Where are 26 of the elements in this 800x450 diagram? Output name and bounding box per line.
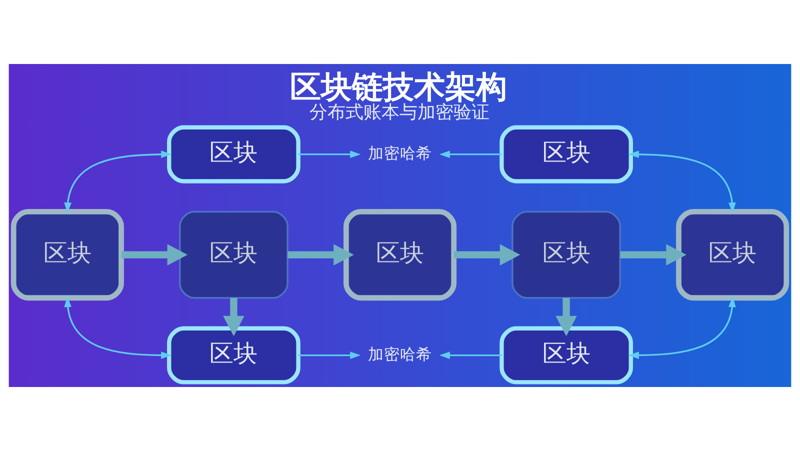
arrow [620,244,686,265]
arrow [298,150,361,158]
node-box: 区块 [500,326,633,384]
arrow [223,297,244,336]
node-box: 区块 [10,208,124,300]
arrow [298,351,361,358]
arrow [64,296,172,358]
arrow [556,297,577,336]
node-box: 区块 [343,208,457,300]
node-box: 区块 [167,124,300,183]
arrow [628,150,736,213]
arrow [454,244,520,265]
arrow [121,244,188,265]
arrow [64,150,172,213]
arrow [288,244,354,265]
node-text: 加密哈希 [368,344,432,363]
node-box: 区块 [167,326,300,384]
node-box: 区块 [512,210,622,298]
caption: 分布式账本与加密验证 [310,101,490,122]
arrow [628,296,736,358]
node-box: 区块 [500,124,633,183]
arrow [439,150,502,158]
node-box: 区块 [178,210,288,298]
node-text: 加密哈希 [368,144,432,162]
arrow [439,351,502,358]
node-box: 区块 [676,208,790,300]
